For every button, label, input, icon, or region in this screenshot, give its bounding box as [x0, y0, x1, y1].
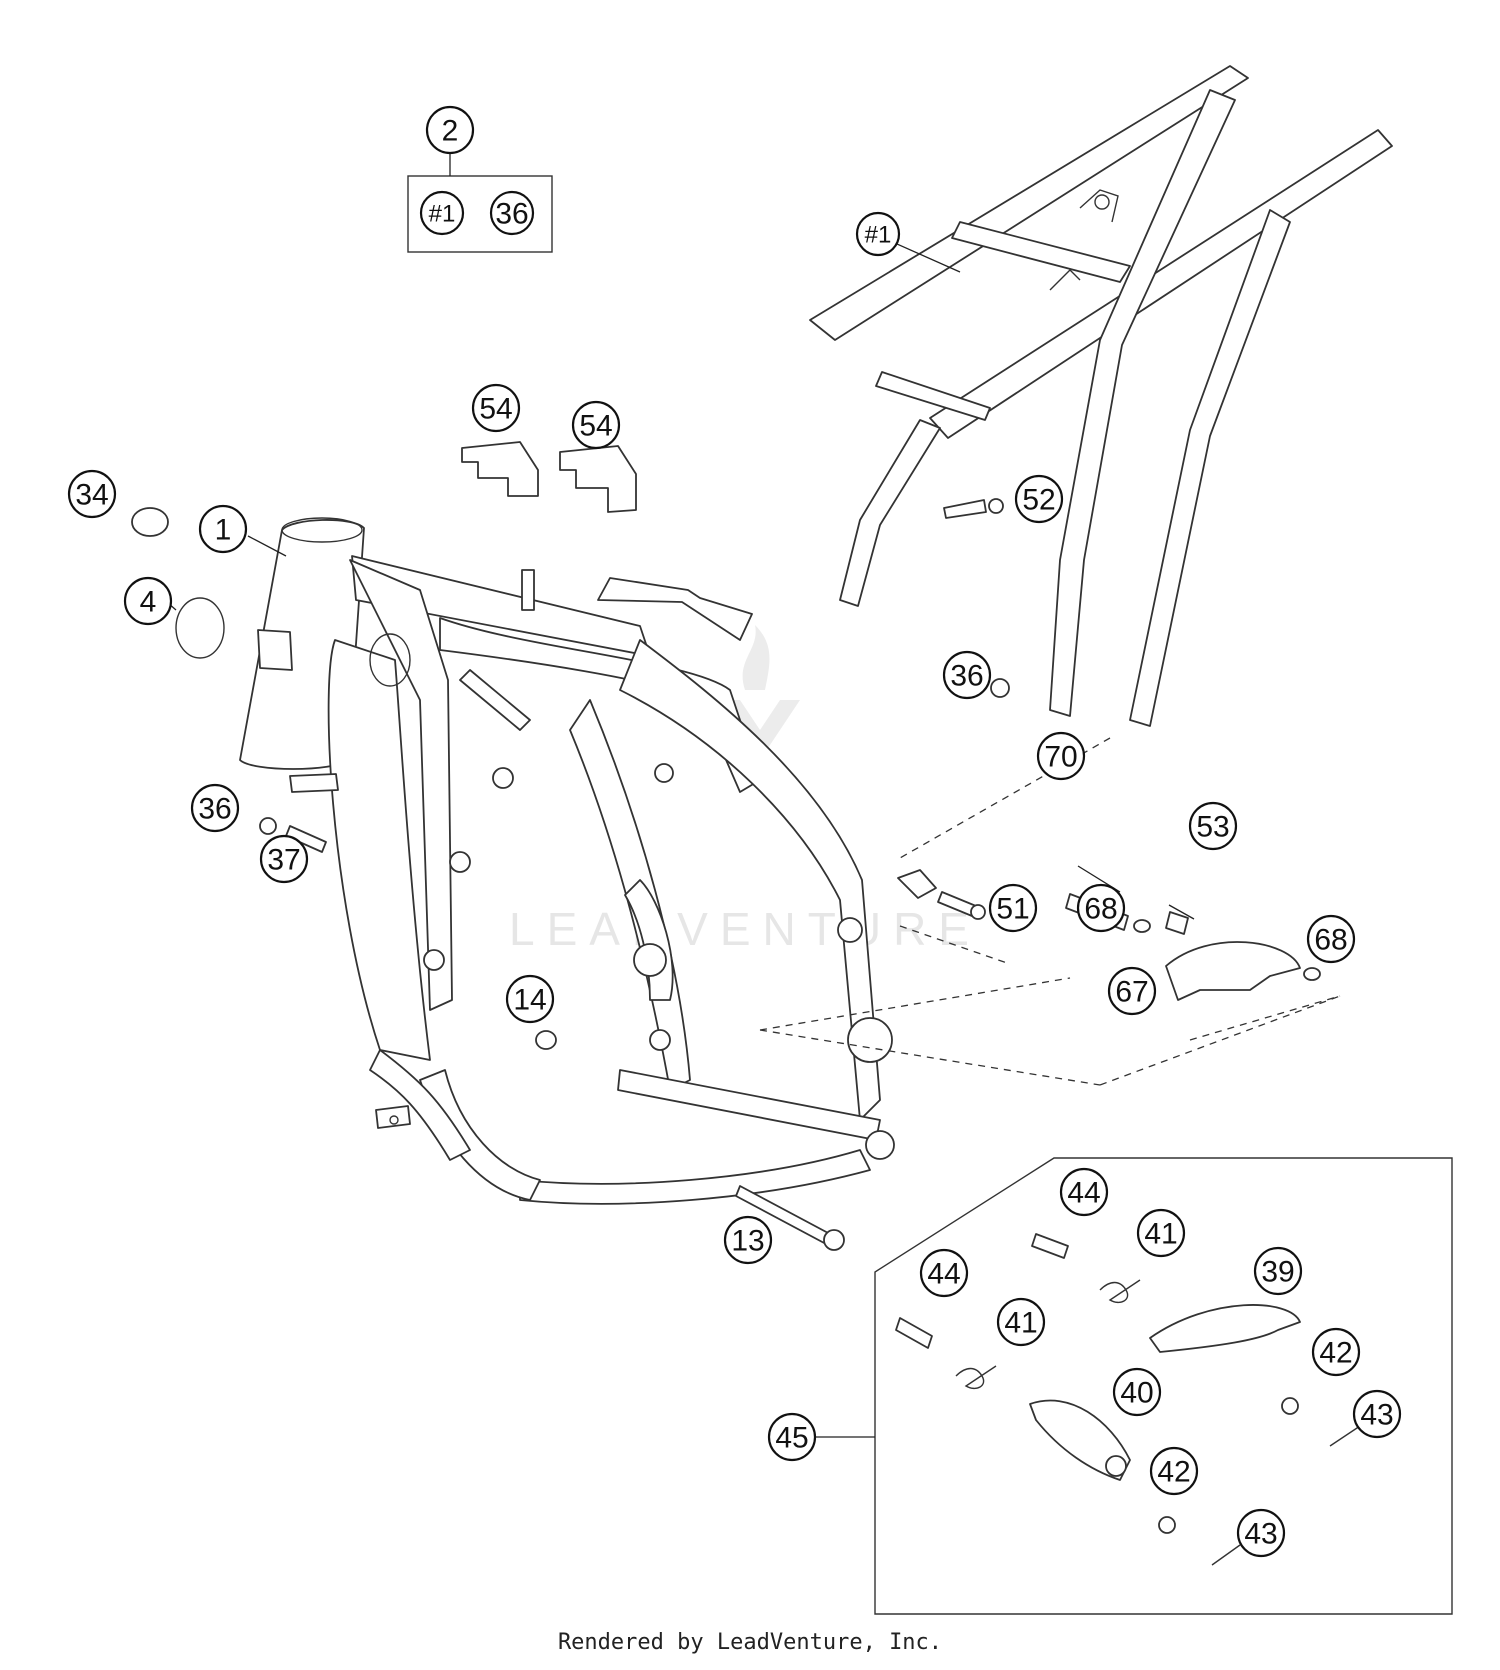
svg-text:42: 42 — [1319, 1337, 1352, 1370]
callout-42a: 42 — [1311, 1327, 1361, 1377]
callout-70: 70 — [1036, 731, 1086, 781]
watermark: LEADVENTURE — [509, 625, 981, 955]
callout-1: 1 — [198, 504, 248, 554]
svg-text:70: 70 — [1044, 741, 1077, 774]
svg-text:#1: #1 — [865, 222, 892, 249]
callout-44b: 44 — [919, 1248, 969, 1298]
subframe — [809, 65, 1393, 727]
svg-text:40: 40 — [1120, 1377, 1153, 1410]
svg-text:41: 41 — [1004, 1307, 1037, 1340]
svg-text:42: 42 — [1157, 1456, 1190, 1489]
svg-text:44: 44 — [1067, 1177, 1100, 1210]
callout-41a: 41 — [1136, 1208, 1186, 1258]
callout-53: 53 — [1188, 801, 1238, 851]
callout-41b: 41 — [996, 1297, 1046, 1347]
callout-1b: #1 — [855, 211, 901, 257]
callout-1a: #1 — [419, 190, 465, 236]
main-frame — [239, 517, 937, 1205]
watermark-text: LEADVENTURE — [509, 903, 981, 955]
callout-45: 45 — [767, 1412, 817, 1462]
svg-text:1: 1 — [215, 514, 232, 547]
svg-text:45: 45 — [775, 1422, 808, 1455]
callout-13: 13 — [723, 1215, 773, 1265]
svg-text:44: 44 — [927, 1258, 960, 1291]
callout-43b: 43 — [1236, 1508, 1286, 1558]
svg-text:41: 41 — [1144, 1218, 1177, 1251]
footpeg-parts — [895, 1233, 1361, 1566]
svg-text:36: 36 — [950, 660, 983, 693]
callout-36c: 36 — [190, 783, 240, 833]
svg-text:39: 39 — [1261, 1256, 1294, 1289]
callout-54a: 54 — [471, 383, 521, 433]
callout-54b: 54 — [571, 400, 621, 450]
svg-text:51: 51 — [996, 893, 1029, 926]
svg-text:67: 67 — [1115, 976, 1148, 1009]
callout-68b: 68 — [1306, 914, 1356, 964]
callout-36b: 36 — [942, 650, 992, 700]
svg-text:68: 68 — [1084, 893, 1117, 926]
kit-box — [407, 175, 553, 253]
svg-text:53: 53 — [1196, 811, 1229, 844]
callout-52: 52 — [1014, 474, 1064, 524]
callout-36a: 36 — [489, 190, 535, 236]
svg-text:68: 68 — [1314, 924, 1347, 957]
svg-text:36: 36 — [198, 793, 231, 826]
svg-text:36: 36 — [495, 198, 528, 231]
footer-credit: Rendered by LeadVenture, Inc. — [557, 1630, 943, 1655]
svg-text:2: 2 — [442, 115, 459, 148]
svg-text:14: 14 — [513, 984, 546, 1017]
svg-text:13: 13 — [731, 1225, 764, 1258]
svg-text:43: 43 — [1244, 1518, 1277, 1551]
callout-4: 4 — [123, 576, 173, 626]
callout-39: 39 — [1253, 1246, 1303, 1296]
svg-text:52: 52 — [1022, 484, 1055, 517]
leader-lines — [167, 239, 1195, 920]
callout-37: 37 — [259, 834, 309, 884]
callout-68a: 68 — [1076, 883, 1126, 933]
callout-14: 14 — [505, 974, 555, 1024]
callout-34: 34 — [67, 469, 117, 519]
callout-43a: 43 — [1352, 1389, 1402, 1439]
mud-guards — [461, 441, 637, 513]
footpeg-kit-box — [874, 1157, 1453, 1615]
callout-2: 2 — [425, 105, 475, 155]
svg-text:54: 54 — [579, 410, 612, 443]
svg-text:37: 37 — [267, 844, 300, 877]
callout-67: 67 — [1107, 966, 1157, 1016]
callout-51: 51 — [988, 883, 1038, 933]
callout-40: 40 — [1112, 1367, 1162, 1417]
svg-text:#1: #1 — [429, 201, 456, 228]
callout-42b: 42 — [1149, 1446, 1199, 1496]
svg-text:34: 34 — [75, 479, 108, 512]
svg-text:54: 54 — [479, 393, 512, 426]
callout-44a: 44 — [1059, 1167, 1109, 1217]
svg-text:4: 4 — [140, 586, 157, 619]
svg-text:43: 43 — [1360, 1399, 1393, 1432]
